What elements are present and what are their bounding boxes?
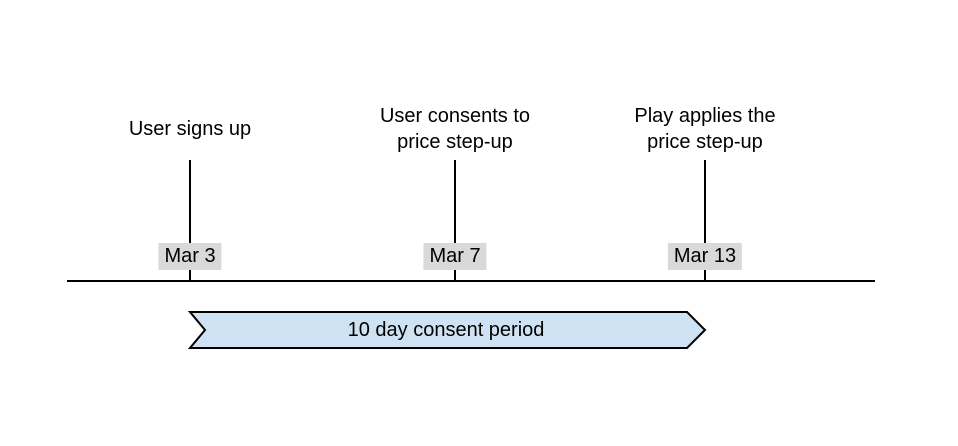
event-date-badge: Mar 13 — [667, 243, 743, 270]
event-label-user-signs-up: User signs up — [128, 118, 252, 140]
event-label-user-consents: User consents to price step-up — [379, 105, 531, 153]
event-date-badge: Mar 7 — [423, 243, 487, 270]
consent-period-label: 10 day consent period — [347, 318, 545, 341]
event-tick-line — [189, 160, 191, 282]
event-label-play-applies: Play applies the price step-up — [634, 105, 776, 153]
consent-period-banner — [187, 311, 707, 349]
event-date-badge: Mar 3 — [158, 243, 222, 270]
timeline-axis — [67, 280, 875, 282]
event-tick-line — [454, 160, 456, 282]
banner-arrow-shape — [187, 311, 707, 349]
event-tick-line — [704, 160, 706, 282]
